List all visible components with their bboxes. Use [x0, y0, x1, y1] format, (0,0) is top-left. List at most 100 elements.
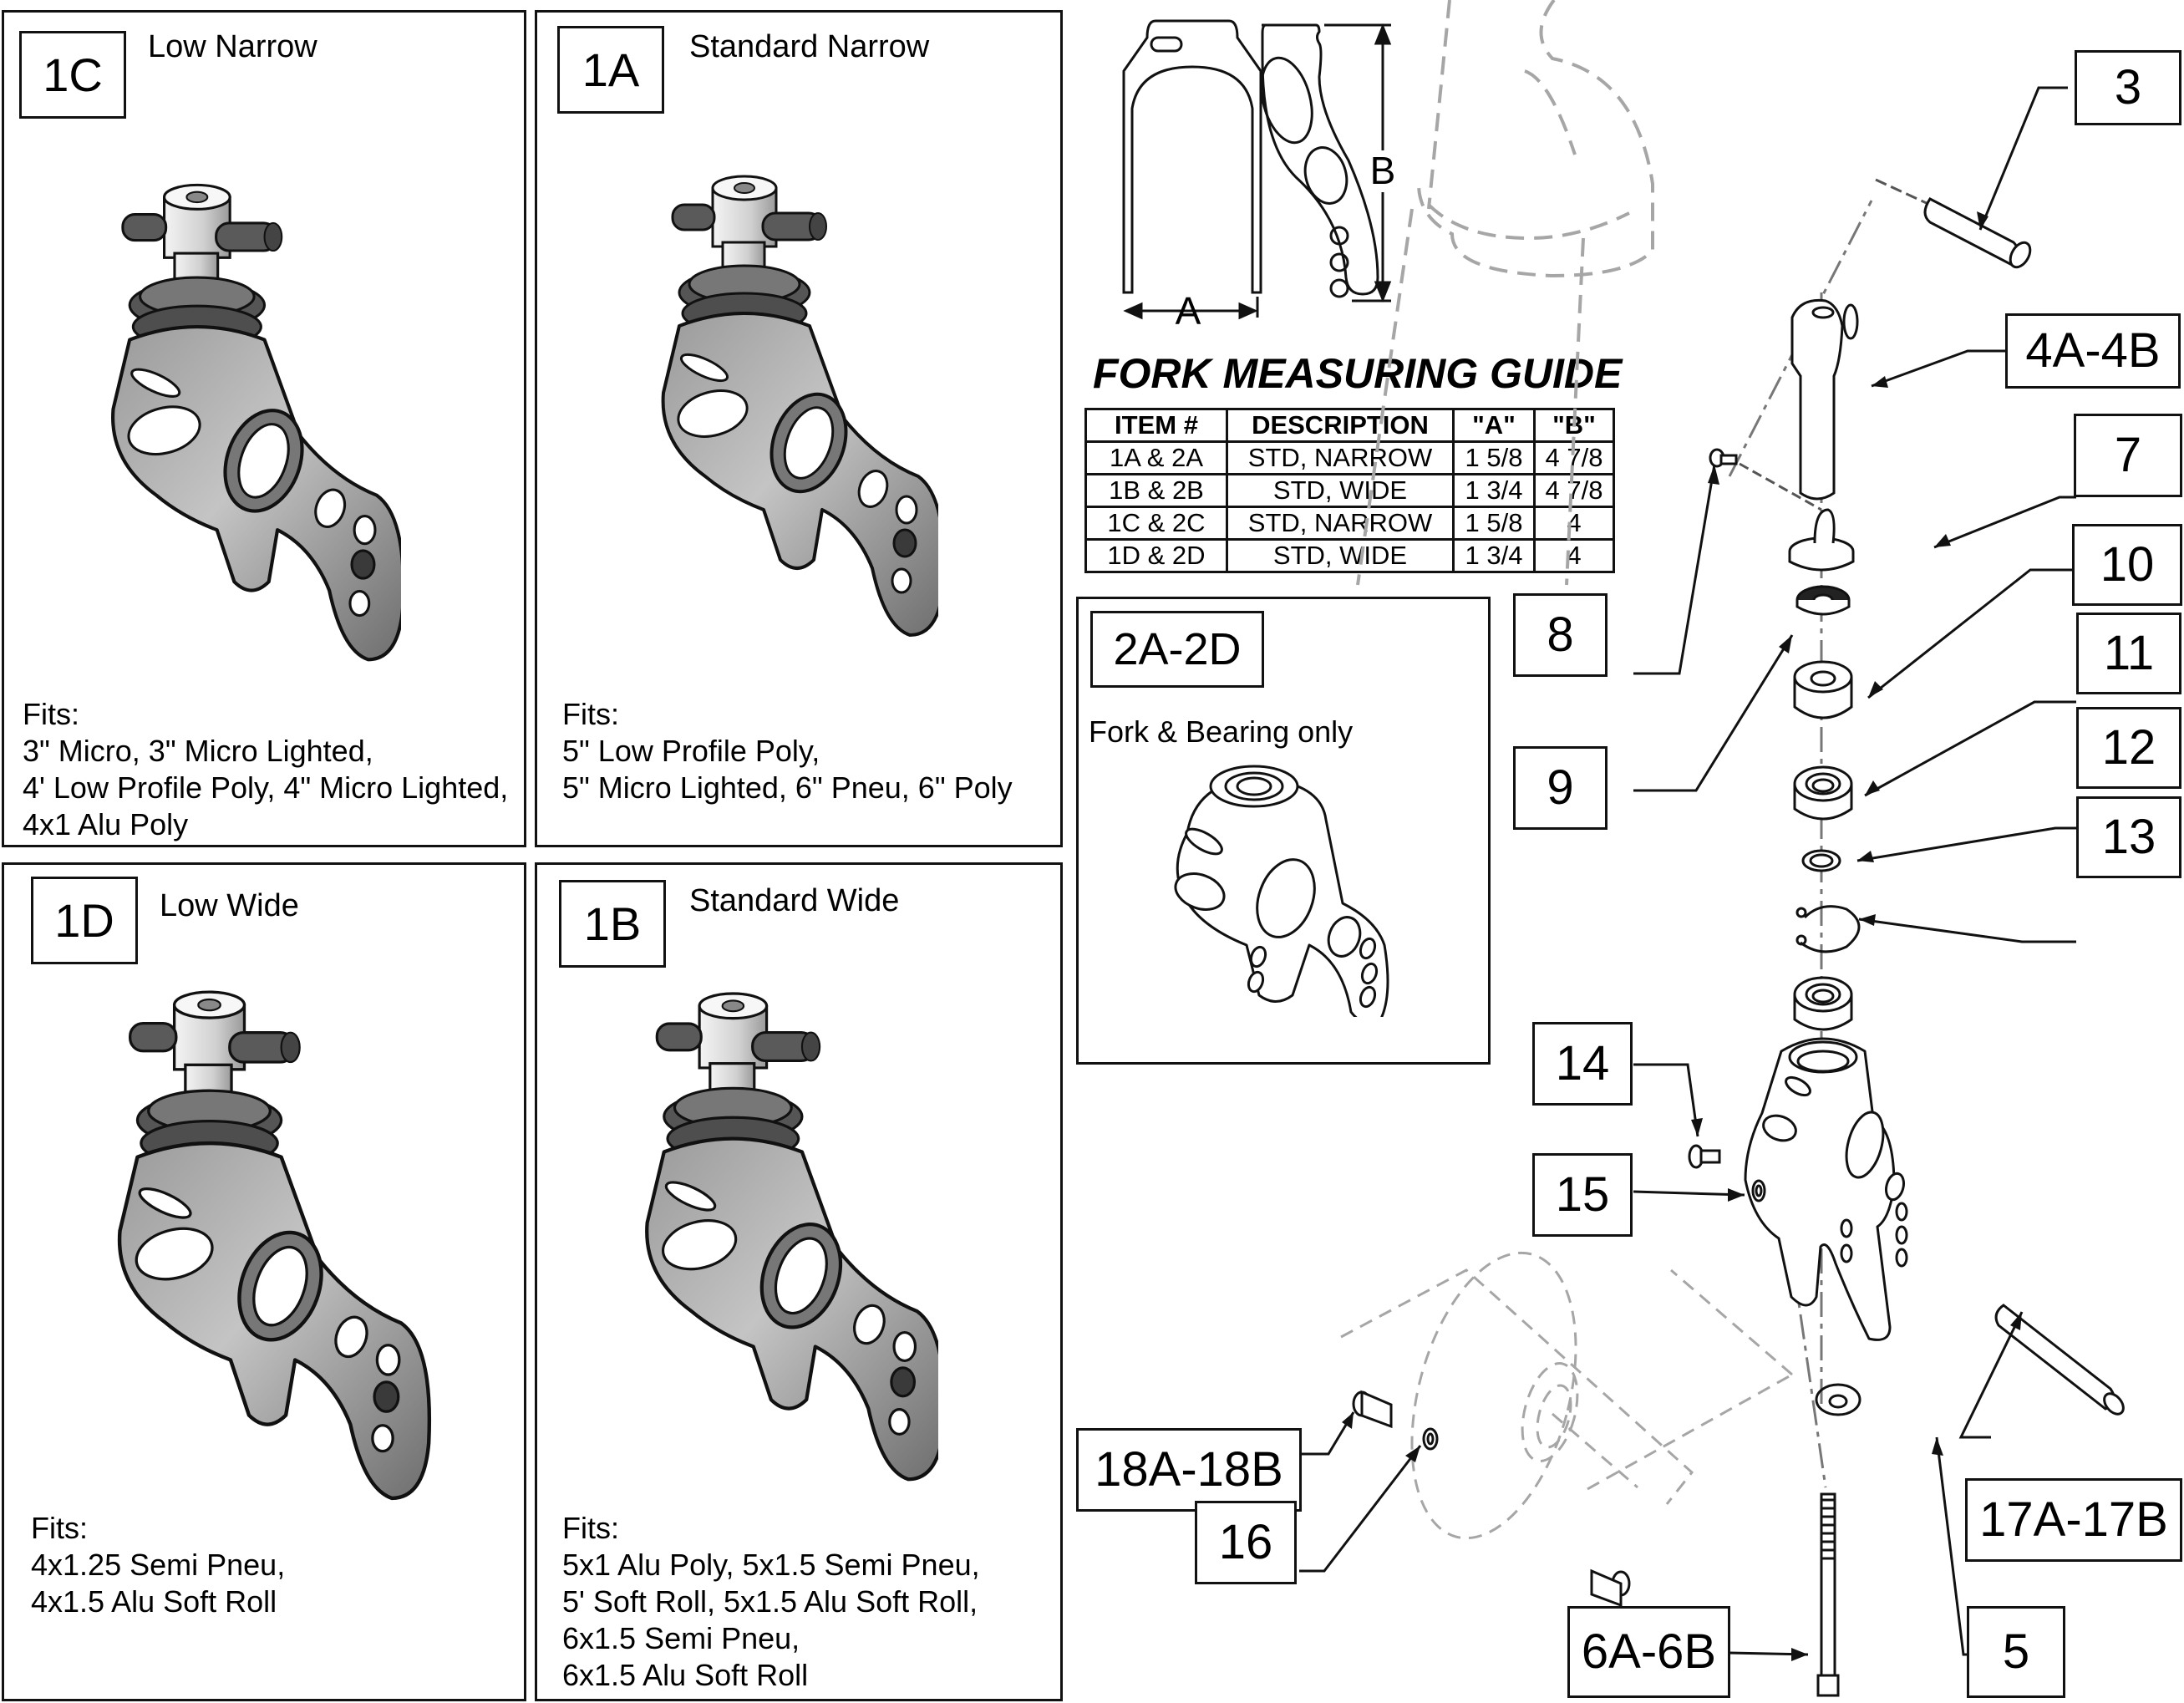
fits-list: Fits: 5" Low Profile Poly, 5" Micro Ligh… [562, 696, 1013, 806]
callout-4a-4b: 4A-4B [2005, 313, 2181, 389]
item-id-label: 1D [31, 877, 138, 964]
cell-b: 4 [1533, 538, 1615, 573]
part-10-spacer [1793, 660, 1853, 719]
part-18-bushing [1352, 1390, 1631, 1608]
fits-label: Fits: [31, 1511, 88, 1545]
fits-line: 5" Micro Lighted, 6" Pneu, 6" Poly [562, 770, 1013, 805]
fits-line: 5' Soft Roll, 5x1.5 Alu Soft Roll, [562, 1584, 978, 1619]
cell-a: 1 5/8 [1452, 506, 1536, 541]
callout-12: 12 [2076, 707, 2181, 789]
callout-17a-17b: 17A-17B [1965, 1478, 2182, 1562]
callout-11: 11 [2076, 613, 2181, 694]
fits-line: 6x1.5 Semi Pneu, [562, 1621, 800, 1655]
callout-9: 9 [1513, 746, 1608, 830]
fits-label: Fits: [562, 1511, 619, 1545]
leader-arrowheads [1342, 211, 2022, 1661]
fork-front-view [1122, 19, 1262, 294]
panel-1c: 1C Low Narrow Fits: 3" Micro, 3" Micro L… [2, 10, 526, 847]
table-row: 1B & 2B STD, WIDE 1 3/4 4 7/8 [1084, 473, 1615, 508]
table-row: 1A & 2A STD, NARROW 1 5/8 4 7/8 [1084, 440, 1615, 475]
fits-label: Fits: [23, 697, 79, 731]
callout-6a-6b: 6A-6B [1567, 1606, 1730, 1698]
callout-3: 3 [2075, 50, 2181, 125]
fork-measuring-table: ITEM # DESCRIPTION "A" "B" 1A & 2A STD, … [1084, 408, 1615, 573]
cell-a: 1 3/4 [1452, 538, 1536, 573]
cell-description: STD, NARROW [1226, 506, 1455, 541]
phantom-frame-tube [1356, 0, 1654, 586]
part-12-washer [1801, 849, 1841, 872]
fits-line: 5x1 Alu Poly, 5x1.5 Semi Pneu, [562, 1548, 980, 1582]
cell-b: 4 [1533, 506, 1615, 541]
part-lower-bearing [1793, 976, 1853, 1031]
part-5-e-clip [1815, 1383, 1861, 1416]
panel-1d: 1D Low Wide Fits: 4x1.25 Semi Pneu, 4x1.… [2, 862, 526, 1701]
cell-a: 1 5/8 [1452, 440, 1536, 475]
cell-item: 1D & 2D [1084, 538, 1228, 573]
part-8-screw [1709, 448, 1822, 511]
panel-title: Low Wide [160, 888, 299, 923]
dimension-a [1123, 297, 1259, 320]
callout-16: 16 [1195, 1501, 1297, 1584]
fits-line: 4x1 Alu Poly [23, 807, 189, 841]
part-17-axle [1994, 1304, 2125, 1416]
item-id-label: 2A-2D [1090, 611, 1264, 688]
panel-2a-2d: 2A-2D Fork & Bearing only [1076, 597, 1491, 1065]
cell-description: STD, WIDE [1226, 538, 1455, 573]
callout-10: 10 [2072, 524, 2182, 606]
part-13-retaining-ring [1795, 905, 1861, 953]
item-id-label: 1A [557, 26, 664, 114]
part-9-washer [1795, 585, 1851, 616]
callout-13: 13 [2076, 796, 2181, 878]
fits-line: 4' Low Profile Poly, 4" Micro Lighted, [23, 770, 509, 805]
fits-line: 5" Low Profile Poly, [562, 734, 820, 768]
panel-title: Standard Narrow [689, 29, 930, 64]
cell-item: 1C & 2C [1084, 506, 1228, 541]
part-15-washer [1751, 1179, 1766, 1202]
fits-line: 4x1.25 Semi Pneu, [31, 1548, 286, 1582]
fits-line: 6x1.5 Alu Soft Roll [562, 1658, 809, 1692]
panel-title: Low Narrow [148, 29, 317, 64]
column-header-item: ITEM # [1084, 408, 1228, 443]
callout-15: 15 [1532, 1153, 1633, 1237]
dimension-b-label: B [1370, 149, 1396, 192]
cell-description: STD, NARROW [1226, 440, 1455, 475]
cell-b: 4 7/8 [1533, 473, 1615, 508]
callout-14: 14 [1532, 1022, 1633, 1106]
callout-18a-18b: 18A-18B [1076, 1428, 1302, 1512]
part-11-bearing [1793, 765, 1853, 821]
leader-lines [1299, 86, 2076, 1656]
cell-description: STD, WIDE [1226, 473, 1455, 508]
column-header-a: "A" [1452, 408, 1536, 443]
callout-7: 7 [2074, 414, 2182, 497]
table-row: 1C & 2C STD, NARROW 1 5/8 4 [1084, 506, 1615, 541]
callout-5: 5 [1967, 1606, 2065, 1698]
panel-title: Standard Wide [689, 883, 900, 918]
phantom-wheel [1340, 1251, 1793, 1540]
part-16-washer [1422, 1427, 1439, 1451]
part-14-screw [1688, 1144, 1721, 1169]
fork-bearing-outline [1174, 765, 1389, 1017]
fits-line: 4x1.5 Alu Soft Roll [31, 1584, 277, 1619]
dimension-b [1324, 23, 1395, 303]
panel-1a: 1A Standard Narrow Fits: 5" Low Profile … [535, 10, 1063, 847]
callout-8: 8 [1513, 593, 1608, 677]
fits-list: Fits: 5x1 Alu Poly, 5x1.5 Semi Pneu, 5' … [562, 1510, 980, 1694]
fits-line: 3" Micro, 3" Micro Lighted, [23, 734, 373, 768]
column-header-description: DESCRIPTION [1226, 408, 1455, 443]
cell-a: 1 3/4 [1452, 473, 1536, 508]
item-id-label: 1B [559, 880, 666, 968]
table-row: 1D & 2D STD, WIDE 1 3/4 4 [1084, 538, 1615, 573]
part-3-pin [1875, 178, 2032, 269]
dimension-a-label: A [1176, 289, 1201, 333]
fork-measuring-guide-title: FORK MEASURING GUIDE [1093, 350, 1623, 397]
fork-measuring-sketch: A B [1122, 19, 1396, 333]
item-id-label: 1C [19, 31, 126, 119]
panel-1b: 1B Standard Wide Fits: 5x1 Alu Poly, 5x1… [535, 862, 1063, 1701]
fits-label: Fits: [562, 697, 619, 731]
part-6-bolt [1816, 1492, 1840, 1697]
fork-side-view [1260, 23, 1379, 298]
cell-item: 1A & 2A [1084, 440, 1228, 475]
part-fork [1744, 1037, 1908, 1341]
part-4-stem [1790, 298, 1859, 501]
